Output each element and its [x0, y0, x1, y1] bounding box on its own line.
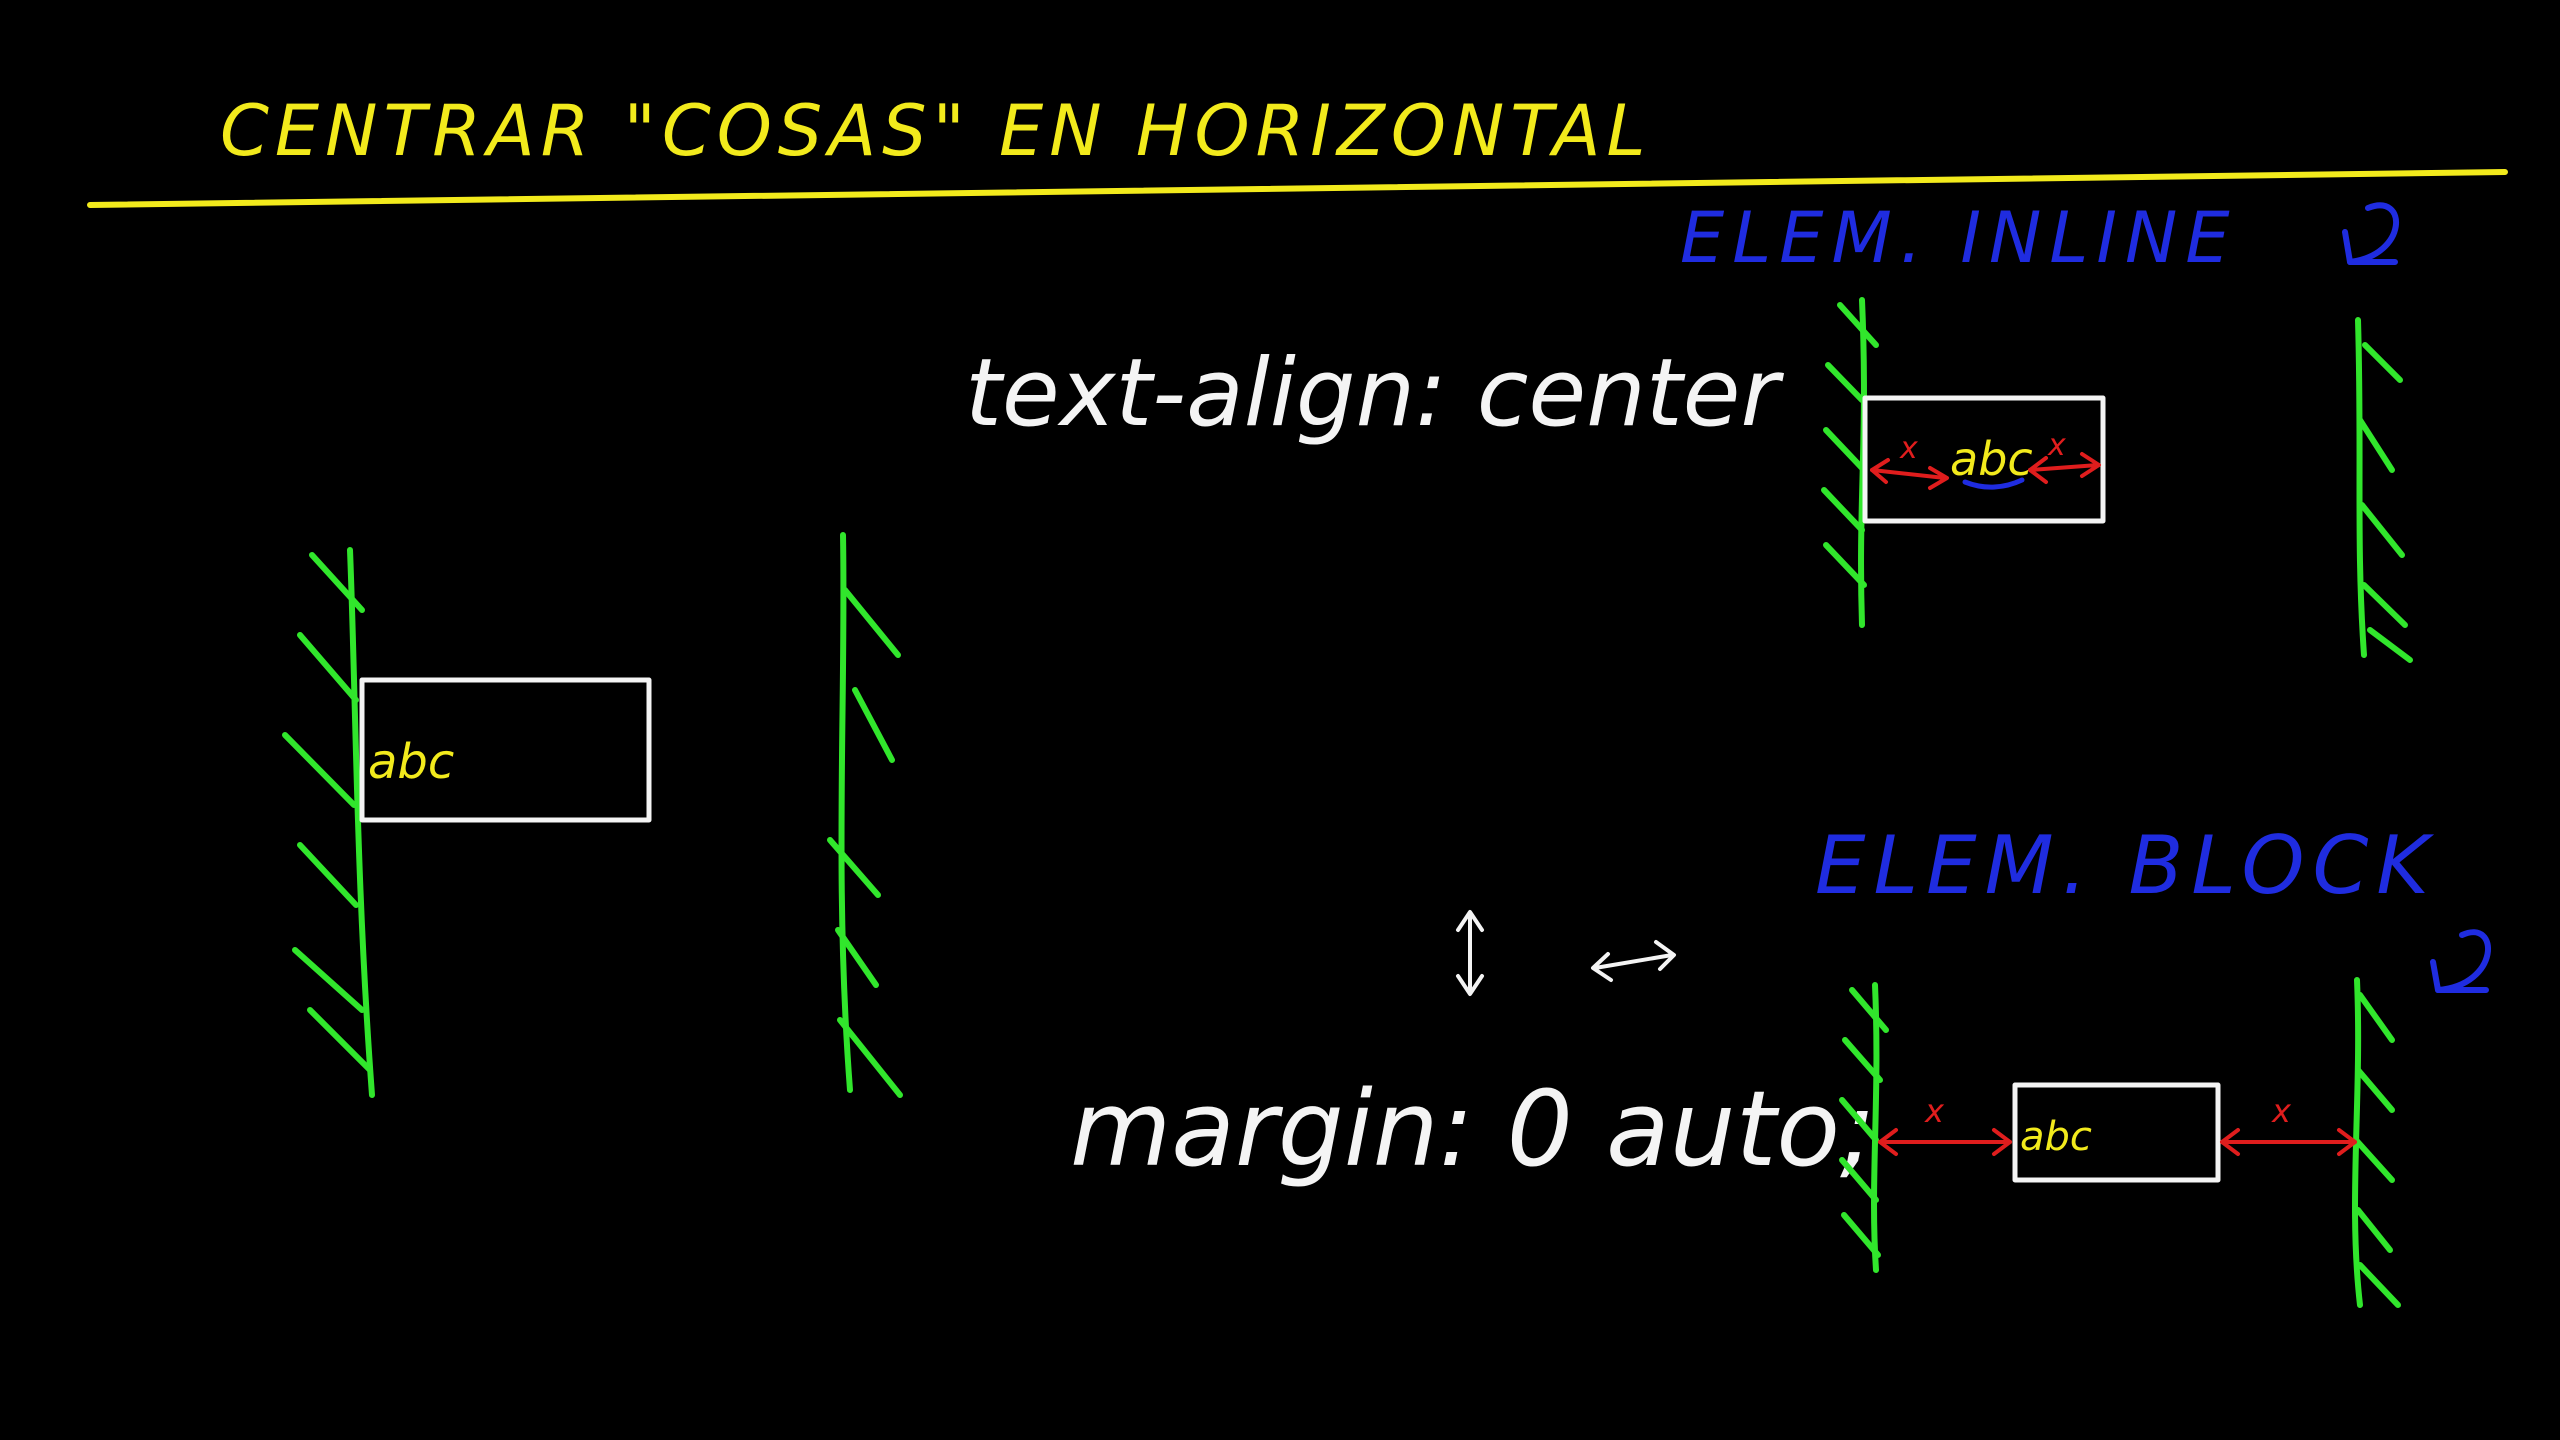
block-label: ELEM. BLOCK — [1815, 819, 2437, 912]
inline-box — [1862, 395, 2106, 524]
inline-text-underline — [1962, 477, 2025, 490]
block-box-text: abc — [2020, 1114, 2092, 1160]
inline-right-wall — [2355, 317, 2413, 663]
diagram-title: CENTRAR "COSAS" EN HORIZONTAL — [220, 90, 1652, 172]
inline-left-space-marker: x — [1899, 431, 1918, 466]
block-box — [2012, 1082, 2221, 1183]
curved-return-arrow-icon — [2342, 202, 2400, 265]
inline-box-text: abc — [1950, 432, 2033, 486]
left-container-wall — [282, 547, 375, 1098]
block-left-wall — [1839, 982, 1889, 1273]
block-right-margin-marker: x — [2271, 1092, 2292, 1130]
inline-right-space-marker: x — [2047, 428, 2066, 463]
up-down-arrow-icon — [1456, 910, 1484, 996]
block-left-margin-marker: x — [1924, 1092, 1945, 1130]
inline-example: ELEM. INLINE x — [1680, 197, 2413, 663]
left-right-arrow-icon — [1591, 940, 1676, 982]
right-container-wall — [827, 532, 903, 1098]
block-left-margin-arrow — [1878, 1128, 2012, 1156]
curved-return-arrow-icon — [2430, 929, 2492, 993]
inline-left-space-arrow — [1870, 458, 1949, 490]
block-right-wall — [2351, 977, 2401, 1308]
text-align-rule: text-align: center — [965, 339, 1785, 448]
content-box — [359, 677, 652, 823]
inline-left-wall — [1821, 297, 1879, 628]
content-box-text: abc — [368, 734, 454, 790]
inline-label: ELEM. INLINE — [1680, 197, 2238, 279]
block-right-margin-arrow — [2220, 1128, 2357, 1156]
inline-right-space-arrow — [2028, 452, 2101, 484]
default-example: abc — [282, 532, 903, 1098]
block-example: ELEM. BLOCK x — [1815, 819, 2492, 1308]
margin-auto-rule: margin: 0 auto; — [1070, 1068, 1875, 1190]
